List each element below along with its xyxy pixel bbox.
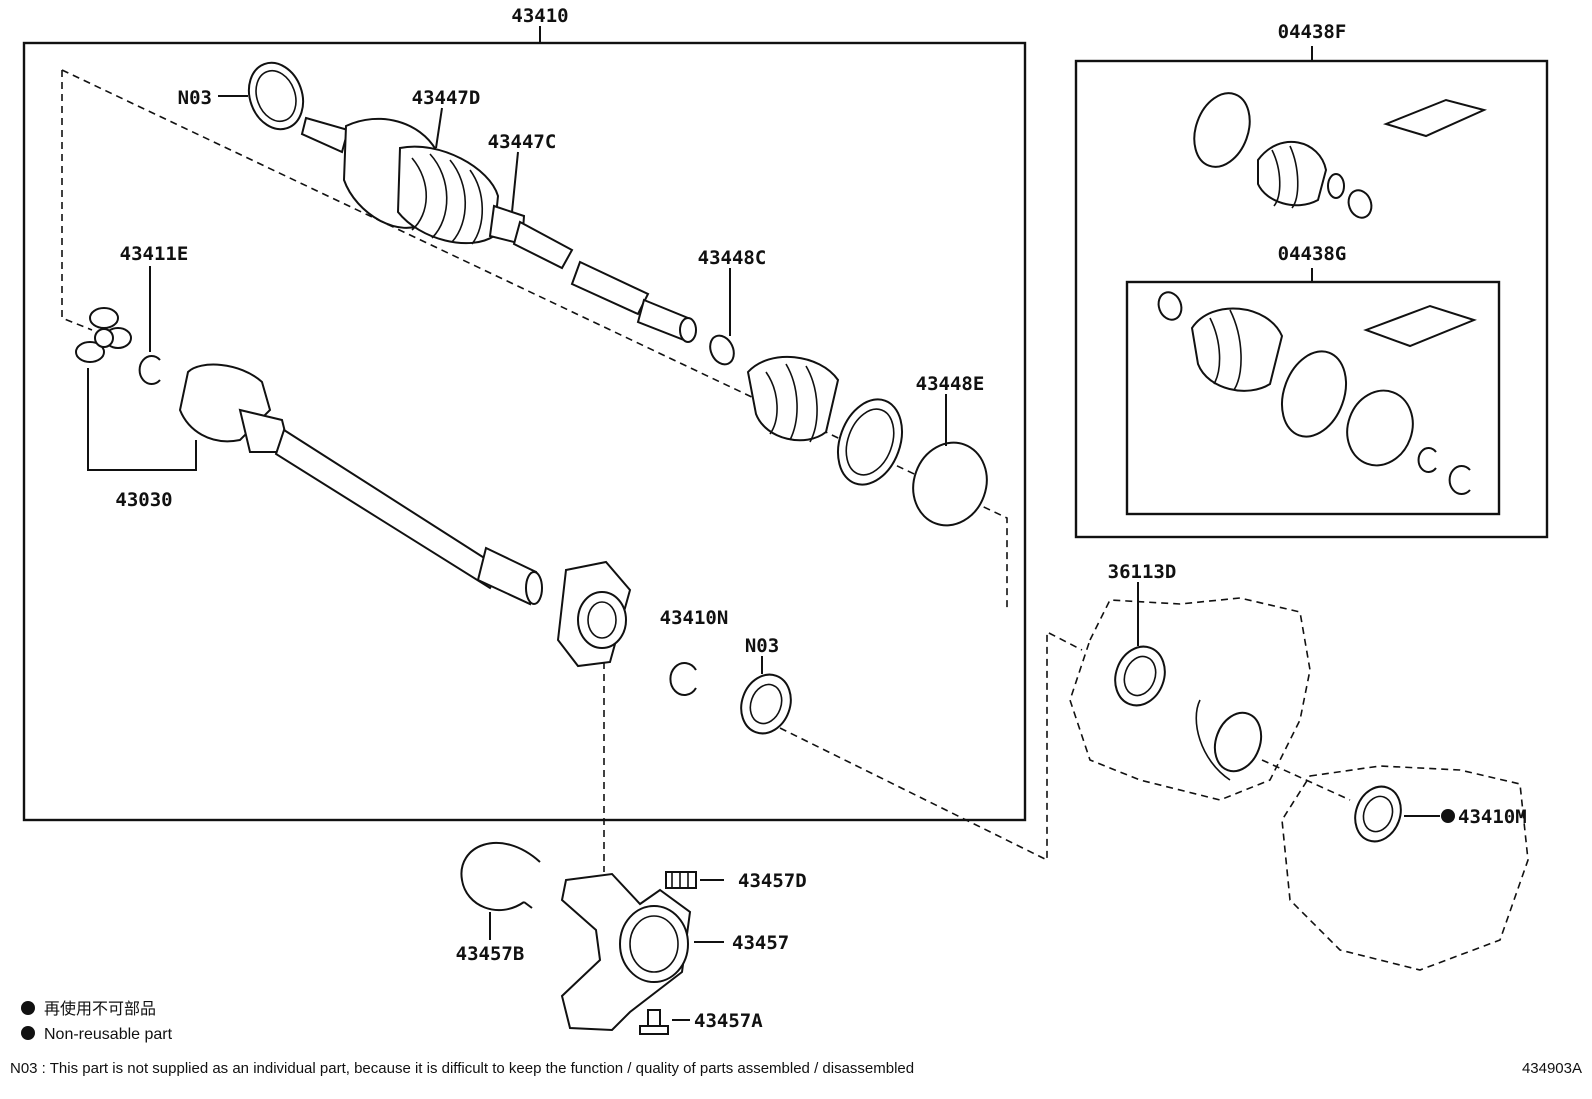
label-bolt-d[interactable]: 43457D xyxy=(738,870,807,892)
label-ring-b[interactable]: 43457B xyxy=(456,943,525,965)
assembly-frame xyxy=(22,41,1027,822)
label-clamp-e[interactable]: 43448E xyxy=(916,373,985,395)
label-assembly[interactable]: 43410 xyxy=(511,5,568,27)
label-clamp-c[interactable]: 43448C xyxy=(698,247,767,269)
clamp-c-part xyxy=(709,334,735,366)
label-bracket[interactable]: 43457 xyxy=(732,932,789,954)
label-clamp-outer[interactable]: 43447C xyxy=(488,131,557,153)
label-n03-mid[interactable]: N03 xyxy=(745,635,779,657)
legend-line-1: 再使用不可部品 xyxy=(44,1000,156,1018)
clamp-e-part xyxy=(912,441,988,527)
bracket-43457-part xyxy=(560,872,692,1032)
label-boot-outer[interactable]: 43447D xyxy=(412,87,481,109)
differential-case xyxy=(1281,765,1529,971)
kit-f-parts xyxy=(1193,92,1487,219)
kit-f-frame xyxy=(1074,59,1549,539)
label-snap-ring-e[interactable]: 43411E xyxy=(120,243,189,265)
label-kit-g[interactable]: 04438G xyxy=(1278,243,1347,265)
transmission-case xyxy=(1069,597,1311,801)
label-seal-36113d[interactable]: 36113D xyxy=(1108,561,1177,583)
ring-43457b-part xyxy=(460,842,541,912)
label-inner-joint[interactable]: 43030 xyxy=(115,489,172,511)
outer-axle-shaft xyxy=(247,61,697,343)
label-bolt-a[interactable]: 43457A xyxy=(694,1010,763,1032)
bolt-43457a-part xyxy=(639,1009,669,1035)
kit-g-parts xyxy=(1157,291,1477,495)
snap-ring-e-part xyxy=(138,355,161,385)
bolt-43457d-part xyxy=(665,871,697,889)
label-seal-43410m[interactable]: 43410M xyxy=(1458,806,1527,828)
snap-ring-n-part xyxy=(669,662,697,696)
label-bearing-n[interactable]: 43410N xyxy=(660,607,729,629)
inner-housing-shaft xyxy=(178,363,543,606)
diagram-id: 434903A xyxy=(1522,1060,1582,1077)
inner-boot-part xyxy=(746,355,903,486)
legend-bullet-icon-2 xyxy=(21,1026,35,1040)
legend-bullet-icon-1 xyxy=(21,1001,35,1015)
legend-line-2: Non-reusable part xyxy=(44,1026,173,1043)
label-n03-top[interactable]: N03 xyxy=(178,87,212,109)
tripod-joint-part xyxy=(75,307,132,363)
label-kit-f[interactable]: 04438F xyxy=(1278,21,1347,43)
seal-n03-part xyxy=(740,673,792,735)
footer-note: N03 : This part is not supplied as an in… xyxy=(10,1060,914,1077)
non-reusable-marker-icon xyxy=(1441,809,1455,823)
bearing-bracket-part xyxy=(556,560,632,668)
